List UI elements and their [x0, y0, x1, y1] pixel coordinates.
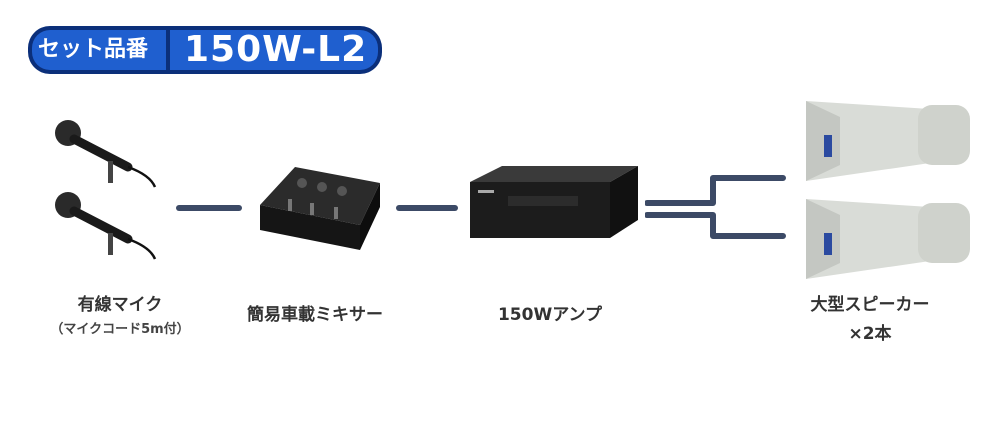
label-microphone: 有線マイク （マイクコード5m付）: [20, 290, 220, 337]
label-amplifier-name: 150Wアンプ: [497, 305, 603, 325]
label-speaker-note: ×2本: [848, 324, 892, 344]
set-number-label: セット品番: [38, 37, 149, 62]
label-microphone-note: （マイクコード5m付）: [50, 322, 190, 337]
mixer-icon: [260, 167, 380, 250]
label-speaker: 大型スピーカー ×2本: [770, 290, 970, 344]
badge-background: [28, 26, 382, 74]
label-mixer: 簡易車載ミキサー: [215, 300, 415, 325]
label-microphone-name: 有線マイク: [77, 295, 163, 315]
set-number-badge: セット品番 150W-L2: [26, 24, 384, 76]
amplifier-icon: [470, 166, 638, 238]
connector-amp-speakers: [645, 175, 786, 239]
label-speaker-name: 大型スピーカー: [810, 295, 930, 315]
label-amplifier: 150Wアンプ: [450, 300, 650, 325]
label-mixer-name: 簡易車載ミキサー: [247, 305, 383, 325]
model-number: 150W-L2: [184, 29, 368, 70]
horn-speaker-icon: [806, 101, 970, 279]
connector-mic-mixer: [176, 205, 242, 211]
connector-mixer-amp: [396, 205, 458, 211]
microphone-icon: [55, 120, 157, 260]
